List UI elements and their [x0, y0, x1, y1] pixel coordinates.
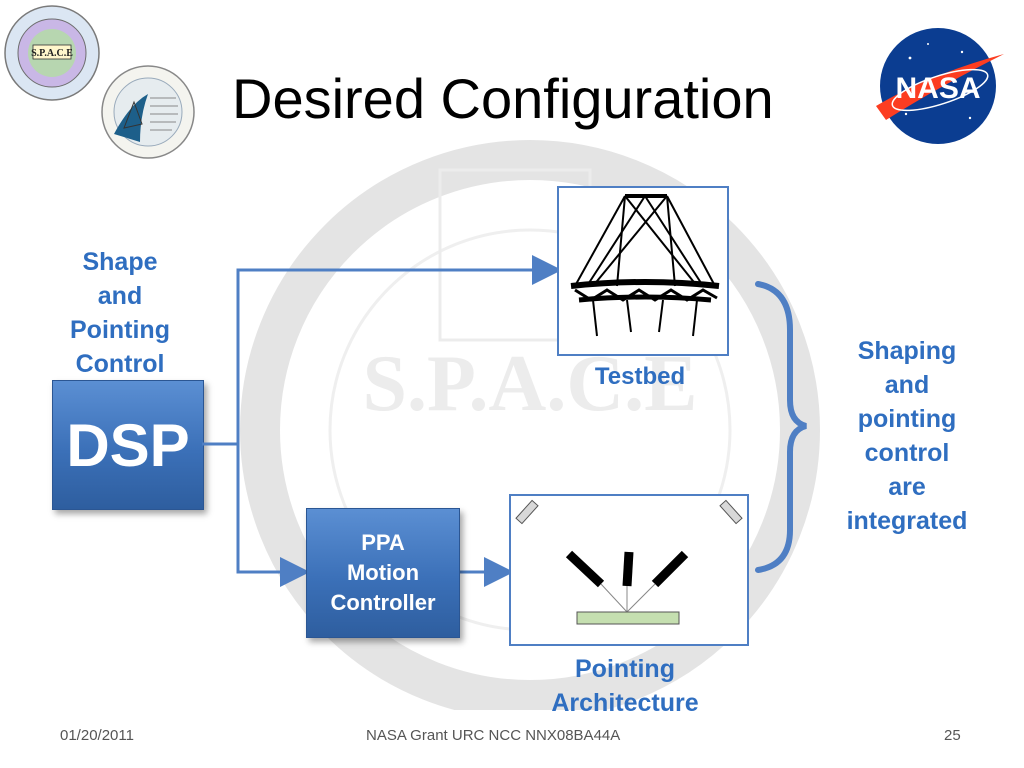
label-line: and — [884, 371, 930, 399]
dsp-label: DSP — [66, 411, 190, 479]
dsp-to-testbed-arrow — [202, 255, 562, 446]
label-line: Pointing — [70, 316, 170, 344]
ppa-label-line: Motion — [346, 560, 420, 585]
label-line: pointing — [857, 405, 957, 433]
base-plate — [576, 611, 680, 625]
nasa-logo-text: NASA — [895, 72, 980, 105]
integration-brace — [755, 281, 807, 573]
label-line: Shape — [82, 248, 158, 276]
label-line: Architecture — [551, 689, 699, 717]
actuator-arms-icon — [565, 550, 689, 613]
footer-grant: NASA Grant URC NCC NNX08BA44A — [366, 727, 621, 744]
integration-label: Shaping and pointing control are integra… — [832, 334, 982, 538]
label-line: integrated — [846, 507, 968, 535]
dsp-to-ppa-arrow — [236, 444, 310, 587]
label-line: Shaping — [857, 337, 957, 365]
nasa-logo: NASA — [876, 28, 1004, 144]
slide-title: Desired Configuration — [232, 67, 774, 130]
mirror-left-icon — [515, 499, 539, 525]
space-seal-text: S.P.A.C.E — [31, 48, 73, 59]
footer-date: 01/20/2011 — [60, 727, 134, 744]
testbed-box — [557, 186, 729, 356]
ppa-motion-controller-box: PPA Motion Controller — [306, 508, 460, 638]
label-line: Pointing — [575, 655, 675, 683]
label-line: are — [888, 473, 926, 501]
label-line: and — [97, 282, 143, 310]
shape-pointing-control-label: Shape and Pointing Control — [50, 245, 190, 381]
truss-drawing — [570, 194, 720, 337]
dsp-box: DSP — [52, 380, 204, 510]
mirror-right-icon — [719, 499, 743, 525]
ppa-label-line: PPA — [361, 530, 405, 555]
footer-page-number: 25 — [944, 727, 961, 744]
pointing-architecture-box — [509, 494, 749, 646]
label-line: Control — [75, 350, 165, 378]
ppa-label-line: Controller — [330, 590, 436, 615]
csula-seal-logo — [101, 65, 195, 159]
pointing-architecture-label: Pointing Architecture — [520, 652, 730, 720]
space-seal-logo: S.P.A.C.E — [4, 5, 100, 101]
testbed-label: Testbed — [594, 363, 686, 390]
label-line: control — [864, 439, 950, 467]
